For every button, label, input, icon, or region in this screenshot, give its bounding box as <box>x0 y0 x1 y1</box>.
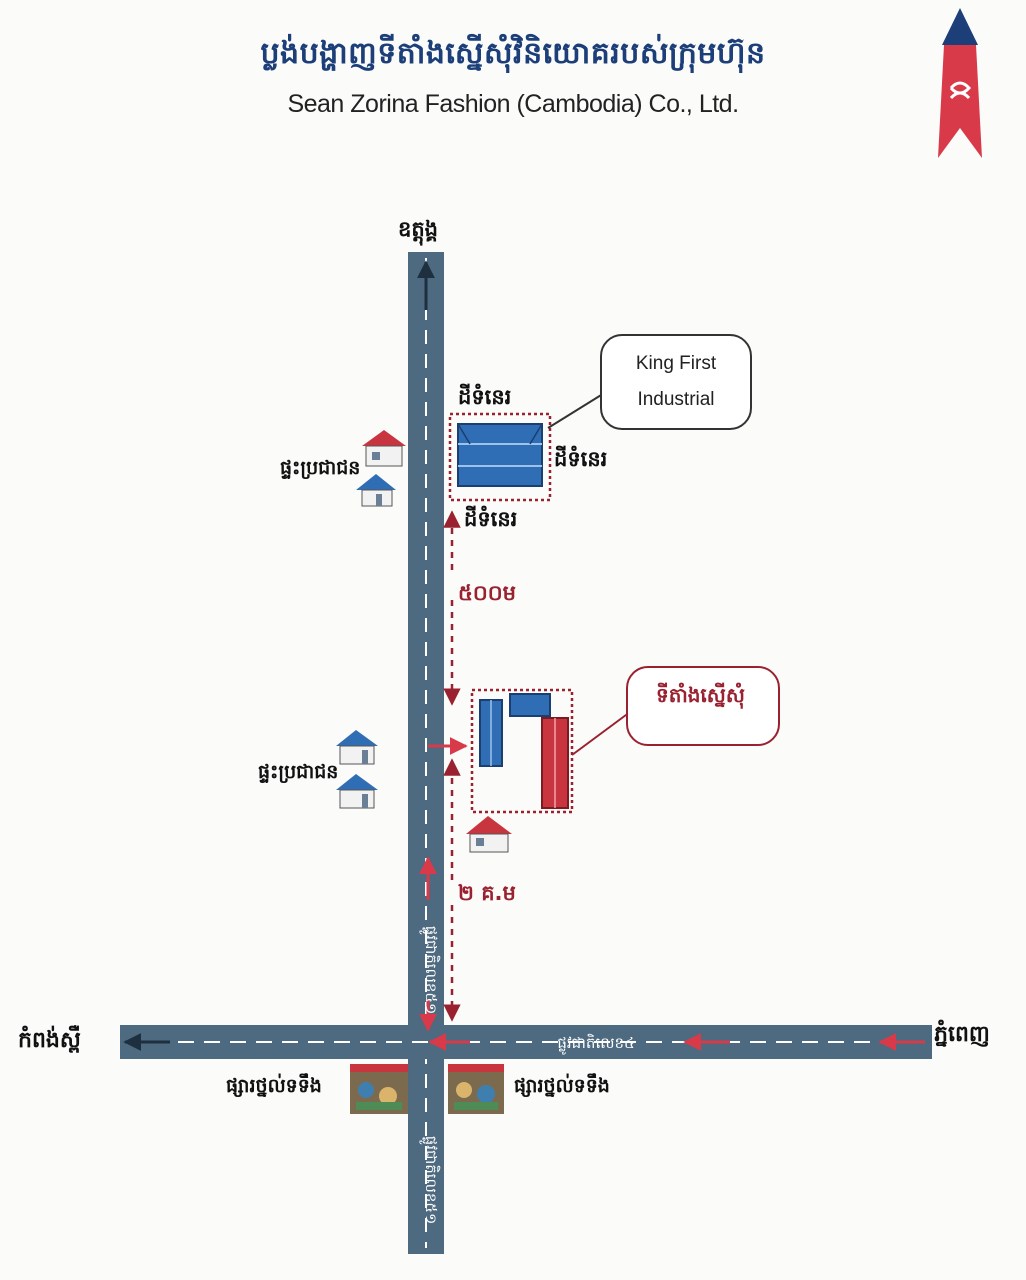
north-compass-icon <box>938 8 982 158</box>
page-title-khmer: ប្លង់បង្ហាញទីតាំងស្នើសុំវិនិយោគរបស់ក្រុម… <box>260 36 766 71</box>
horizontal-road <box>120 1025 932 1059</box>
proposed-site-callout: ទីតាំងស្នើសុំ <box>626 666 780 746</box>
factory-building-icon <box>457 423 543 487</box>
king-first-line2: Industrial <box>637 389 715 410</box>
page-title-english: Sean Zorina Fashion (Cambodia) Co., Ltd. <box>287 90 739 118</box>
residential-label-upper: ផ្ទះប្រជាជន <box>280 457 361 479</box>
house-icon <box>356 474 396 507</box>
market-label-left: ផ្សារថ្នល់ទទឹង <box>226 1075 322 1097</box>
market-icon <box>350 1064 408 1114</box>
horizontal-road-label: ផ្លូវជាតិលេខ៤ <box>557 1033 634 1055</box>
residential-label-lower: ផ្ទះប្រជាជន <box>258 761 339 783</box>
vertical-road-label-upper: ផ្លូវជាតិលេខ៥១ <box>419 926 441 1015</box>
vertical-road-label-lower: ផ្លូវជាតិលេខ៥១ <box>419 1136 441 1225</box>
king-first-line1: King First <box>635 353 717 374</box>
house-icon <box>466 816 512 853</box>
market-icon <box>448 1064 504 1114</box>
east-direction-label: ភ្នំពេញ <box>934 1022 990 1047</box>
proposed-site-plot <box>470 688 574 814</box>
vacant-land-label-top: ដីទំនេរ <box>458 385 512 409</box>
house-icon <box>336 774 378 809</box>
house-icon <box>336 730 378 765</box>
distance-500m-label: ៥០០ម <box>458 581 516 605</box>
house-icon <box>362 430 406 467</box>
west-direction-label: កំពង់ស្ពឺ <box>18 1028 81 1053</box>
proposed-site-label: ទីតាំងស្នើសុំ <box>656 683 745 707</box>
north-direction-label: ឧត្តុង្គ <box>398 217 438 241</box>
market-label-right: ផ្សារថ្នល់ទទឹង <box>514 1075 610 1097</box>
distance-2km-label: ២ គ.ម <box>458 881 516 905</box>
king-first-callout: King First Industrial <box>600 334 752 430</box>
vertical-road <box>408 252 444 1254</box>
vacant-land-label-bottom: ដីទំនេរ <box>464 507 518 531</box>
king-first-plot <box>448 412 552 502</box>
vacant-land-label-right: ដីទំនេរ <box>554 447 608 471</box>
traffic-arrows <box>419 737 925 1051</box>
